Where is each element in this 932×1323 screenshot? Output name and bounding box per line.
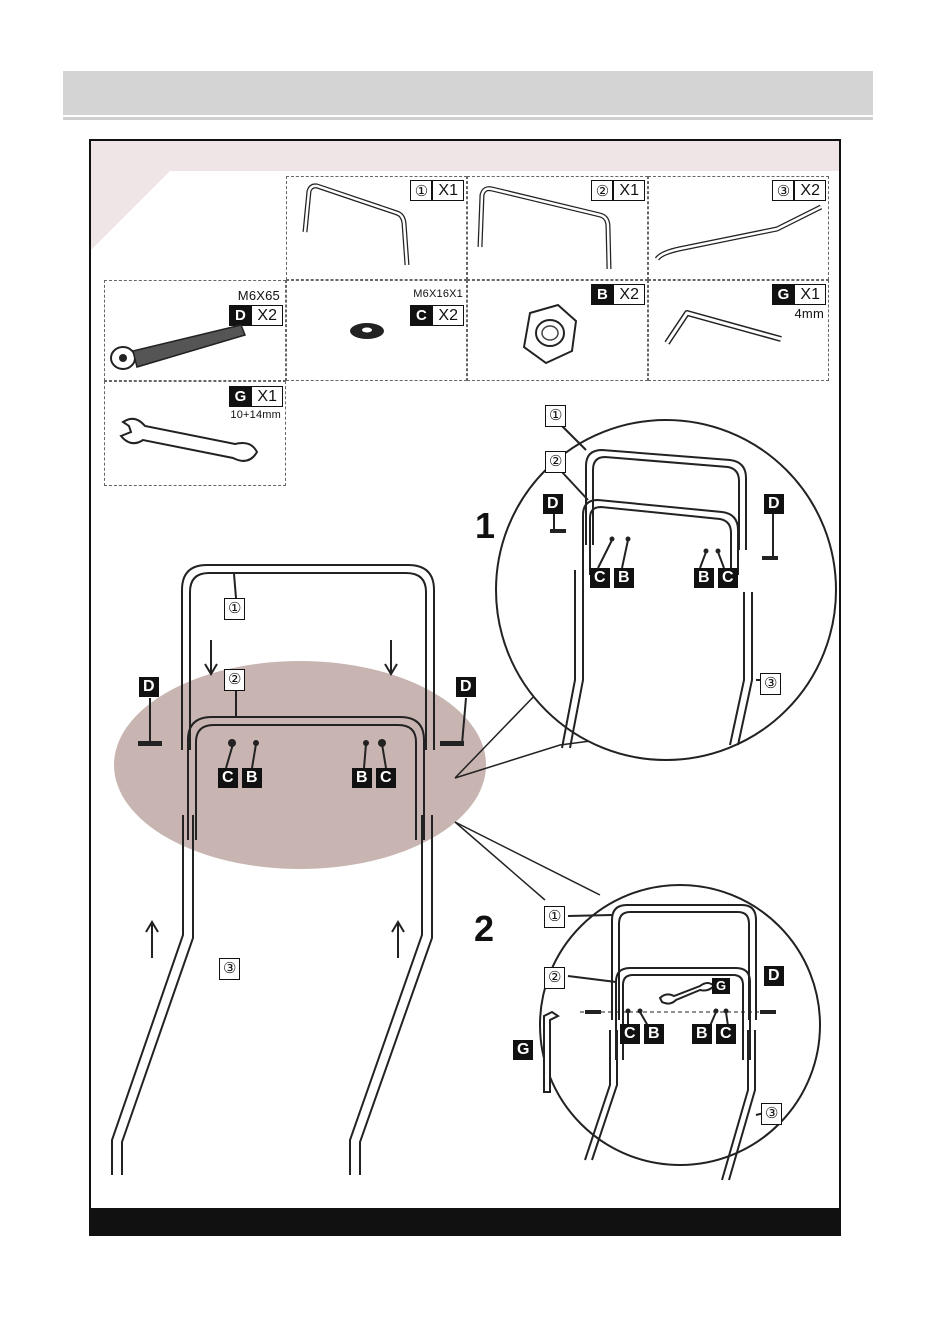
step-2-label-washer-left: C [620,1024,640,1044]
step-2-label-bolt: D [764,966,784,986]
step-2-label-part-3: ③ [761,1103,782,1125]
step-2-label-wrench: G [712,978,730,994]
step-2-label-part-1: ① [544,906,565,928]
step-2-label-part-2: ② [544,967,565,989]
step-2-label-nut-right: B [692,1024,712,1044]
panel-footer-bar [89,1208,841,1236]
step-2-label-nut-left: B [644,1024,664,1044]
step-2-label-washer-right: C [716,1024,736,1044]
step-2-label-allen-key: G [513,1040,533,1060]
